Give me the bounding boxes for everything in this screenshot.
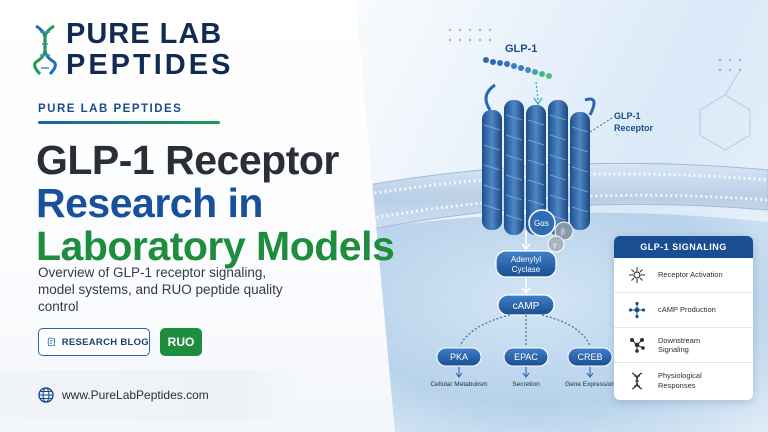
headline-line-1: GLP-1 Receptor bbox=[36, 137, 339, 183]
logo-line-2: PEPTIDES bbox=[66, 49, 234, 81]
creb-outcome: Gene Expression bbox=[565, 381, 615, 388]
signaling-item-label: cAMP Production bbox=[658, 305, 716, 315]
signaling-card: GLP-1 SIGNALING Receptor Activation cAMP… bbox=[614, 236, 753, 400]
research-blog-label: RESEARCH BLOG bbox=[61, 336, 149, 348]
dna-icon bbox=[631, 371, 643, 390]
g-gamma-label: γ bbox=[553, 242, 557, 249]
creb-label: CREB bbox=[577, 352, 602, 362]
epac-outcome: Secretion bbox=[512, 381, 540, 388]
pka-label: PKA bbox=[450, 352, 468, 362]
signaling-item-label: Receptor Activation bbox=[658, 270, 723, 280]
headline-line-2: Research in bbox=[36, 180, 263, 226]
left-panel bbox=[0, 0, 395, 432]
network-icon bbox=[630, 338, 645, 353]
receptor-icon bbox=[629, 267, 645, 283]
ruo-badge[interactable]: RUO bbox=[160, 328, 202, 356]
pka-node bbox=[436, 347, 482, 367]
epac-node bbox=[503, 347, 549, 367]
molecule-decor bbox=[699, 69, 751, 151]
signaling-item: Receptor Activation bbox=[614, 258, 753, 293]
g-alpha-label: Gαs bbox=[534, 219, 549, 228]
overview-text: Overview of GLP-1 receptor signaling, mo… bbox=[38, 265, 283, 314]
signaling-card-title: GLP-1 SIGNALING bbox=[614, 236, 753, 258]
receptor-label-2: Receptor bbox=[614, 123, 654, 133]
adenylyl-cyclase-node bbox=[495, 250, 557, 278]
glp1-receptor bbox=[482, 83, 596, 235]
signaling-item: Physiological Responses bbox=[614, 363, 753, 398]
ligand-label: GLP-1 bbox=[505, 43, 537, 55]
research-blog-button[interactable]: RESEARCH BLOG bbox=[38, 328, 150, 356]
signaling-item-label-2: Responses bbox=[658, 380, 696, 390]
kicker-label: PURE LAB PEPTIDES bbox=[38, 103, 183, 115]
pathway-arrows bbox=[521, 230, 531, 295]
signaling-item-label: Downstream bbox=[658, 335, 701, 345]
g-protein bbox=[528, 209, 574, 253]
camp-label: cAMP bbox=[513, 301, 540, 312]
branch-lines bbox=[459, 314, 591, 347]
epac-label: EPAC bbox=[514, 352, 538, 362]
globe-icon bbox=[38, 387, 54, 403]
logo: PURE LAB PEPTIDES bbox=[30, 20, 233, 80]
document-icon bbox=[47, 337, 55, 347]
website-link[interactable]: www.PureLabPeptides.com bbox=[62, 388, 209, 402]
dna-logo-icon bbox=[33, 24, 57, 76]
glp1-ligand bbox=[483, 57, 552, 79]
kicker-underline bbox=[38, 121, 220, 124]
pka-outcome: Cellular Metabolism bbox=[430, 381, 487, 388]
receptor-label-1: GLP-1 bbox=[614, 111, 641, 121]
signaling-item-label: Physiological bbox=[658, 371, 702, 380]
logo-line-1: PURE LAB bbox=[66, 18, 223, 50]
outcome-arrows bbox=[455, 367, 594, 378]
camp-icon bbox=[628, 301, 646, 319]
adenylyl-label-1: Adenylyl bbox=[511, 255, 541, 264]
headline-line-3: Laboratory Models bbox=[36, 223, 395, 269]
creb-node bbox=[567, 347, 613, 367]
adenylyl-label-2: Cyclase bbox=[512, 265, 541, 274]
signaling-item: cAMP Production bbox=[614, 293, 753, 328]
g-beta-label: β bbox=[561, 229, 565, 236]
signaling-item-label-2: Signaling bbox=[658, 345, 689, 354]
signaling-item: Downstream Signaling bbox=[614, 328, 753, 363]
